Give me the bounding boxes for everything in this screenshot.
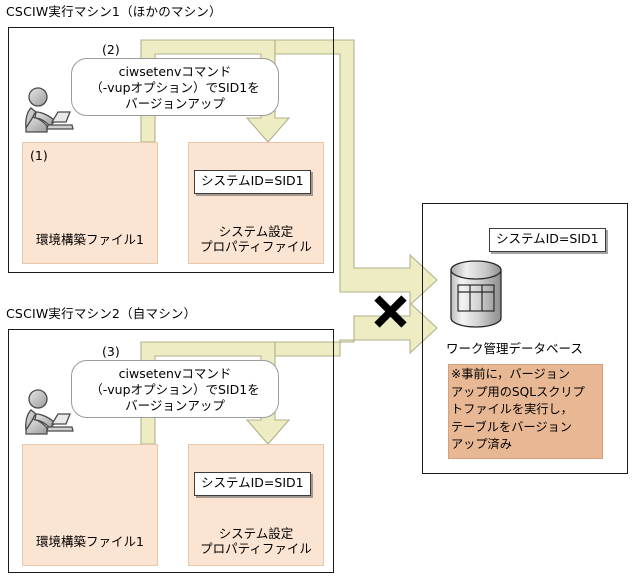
machine1-command-bubble: ciwsetenvコマンド （-vupオプション）でSID1を バージョンアップ: [71, 58, 279, 116]
machine2-step3-label: (3): [102, 344, 120, 359]
database-caption: ワーク管理データベース: [446, 341, 583, 356]
machine2-command-bubble: ciwsetenvコマンド （-vupオプション）でSID1を バージョンアップ: [71, 360, 279, 418]
database-note: ※事前に，バージョン アップ用のSQLスクリプ トファイルを実行し， テーブルを…: [448, 364, 603, 459]
machine2-title: CSCIW実行マシン2（自マシン）: [6, 306, 197, 321]
machine2-frame: [8, 329, 334, 573]
table-grid-icon: [457, 284, 495, 312]
machine1-frame: [8, 27, 334, 273]
machine1-step1-label: (1): [30, 148, 48, 163]
person-at-laptop-icon-machine1: [25, 87, 74, 133]
machine2-env-file-box: [22, 444, 158, 566]
database-frame: [422, 203, 628, 474]
machine1-step2-label: (2): [102, 42, 120, 57]
person-at-laptop-icon-machine2: [25, 389, 74, 435]
machine1-title: CSCIW実行マシン1（ほかのマシン）: [6, 4, 222, 19]
machine1-properties-file-box: [188, 142, 324, 264]
machine1-properties-file-caption: システム設定 プロパティファイル: [200, 224, 312, 254]
machine2-properties-file-box: [188, 444, 324, 566]
x-cross-icon: [374, 295, 407, 328]
machine2-properties-file-caption: システム設定 プロパティファイル: [200, 526, 312, 556]
machine1-env-file-box: [22, 142, 158, 264]
machine1-system-id-tag: システムID=SID1: [194, 170, 311, 194]
database-system-id-tag: システムID=SID1: [489, 228, 606, 252]
machine1-env-file-caption: 環境構築ファイル1: [36, 232, 144, 247]
machine2-system-id-tag: システムID=SID1: [194, 472, 311, 496]
work-management-database-icon: [450, 260, 502, 328]
machine2-env-file-caption: 環境構築ファイル1: [36, 534, 144, 549]
arrow-machine1-to-database: [274, 39, 438, 307]
